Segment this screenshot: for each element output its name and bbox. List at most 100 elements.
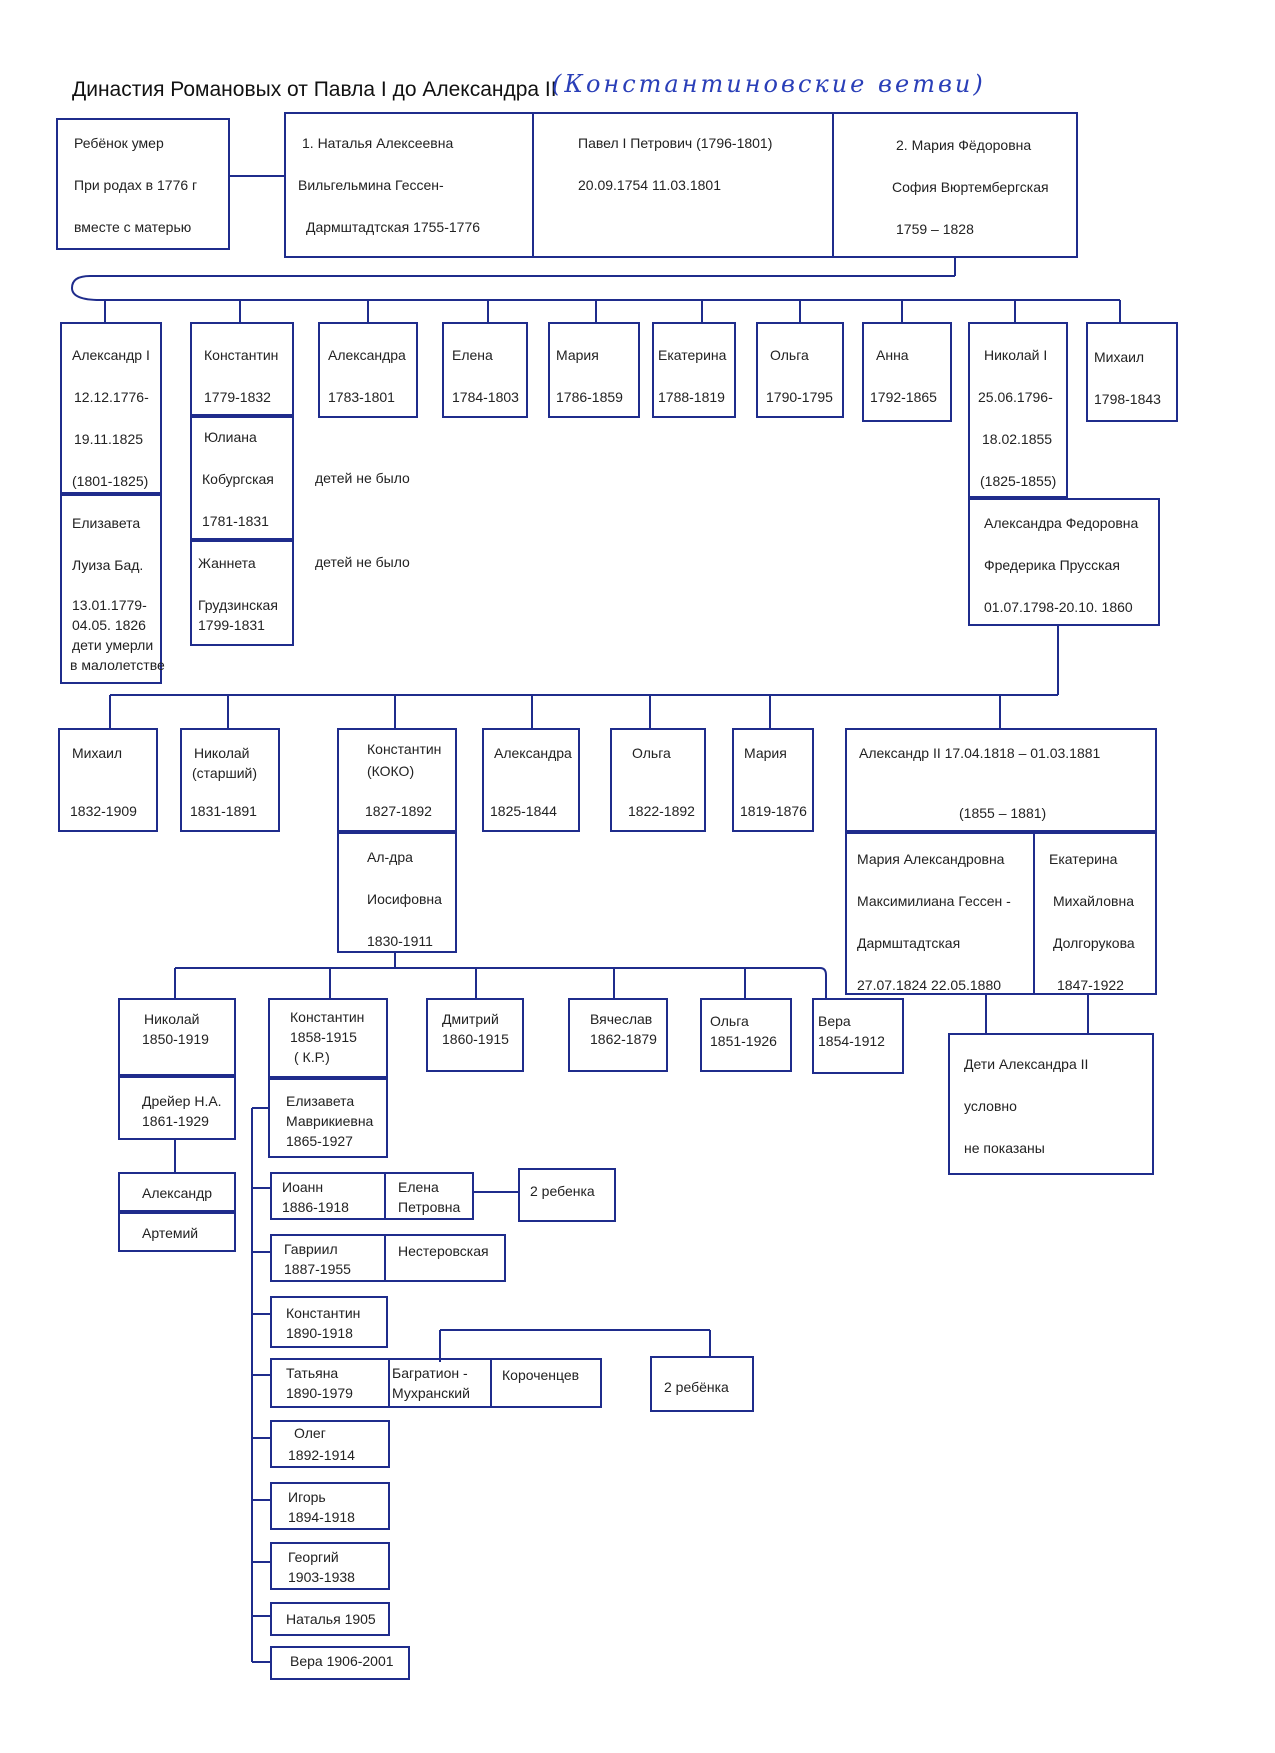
text-line: Дмитрий xyxy=(442,1011,499,1027)
text-line: 1903-1938 xyxy=(288,1569,355,1585)
pavel-line: Павел I Петрович (1796-1801) xyxy=(578,135,773,151)
text-line: Ольга xyxy=(770,347,809,363)
box-igor: Игорь 1894-1918 xyxy=(270,1482,390,1530)
box-mikhail-gen3: Михаил 1832-1909 xyxy=(58,728,158,832)
text-line: 1831-1891 xyxy=(190,803,257,819)
text-line: Анна xyxy=(876,347,909,363)
box-maria-gen3: Мария 1819-1876 xyxy=(732,728,814,832)
text-line: Александр xyxy=(142,1185,213,1201)
box-elena: Елена 1784-1803 xyxy=(442,322,528,418)
box-mikhail: Михаил 1798-1843 xyxy=(1086,322,1178,422)
box-tatyana: Татьяна 1890-1979 xyxy=(270,1358,390,1408)
text-line: 1887-1955 xyxy=(284,1261,351,1277)
natalya-line: 1. Наталья Алексеевна xyxy=(302,135,454,151)
text-line: Иоанн xyxy=(282,1179,324,1195)
text-line: Ольга xyxy=(632,745,671,761)
text-line: Дрейер Н.А. xyxy=(142,1093,222,1109)
text-line: Александра Федоровна xyxy=(984,515,1139,531)
text-line: Александр II 17.04.1818 – 01.03.1881 xyxy=(859,745,1101,761)
diagram-title: Династия Романовых от Павла I до Алексан… xyxy=(72,78,557,101)
text-line: Елена xyxy=(452,347,493,363)
natalya-line: Дармштадтская 1755-1776 xyxy=(306,219,481,235)
text-line: 1786-1859 xyxy=(556,389,623,405)
text-line: (1825-1855) xyxy=(980,473,1057,489)
text-line: 12.12.1776- xyxy=(74,389,149,405)
box-konstantin-gen5: Константин 1890-1918 xyxy=(270,1296,388,1348)
box-alexandra: Александра 1783-1801 xyxy=(318,322,418,418)
text-line: Константин xyxy=(290,1009,365,1025)
box-alexander-gen5a: Александр xyxy=(118,1172,236,1212)
text-line: Дармштадтская xyxy=(857,935,961,951)
text-line: Максимилиана Гессен - xyxy=(857,893,1011,909)
box-zhanneta: Жаннета Грудзинская 1799-1831 xyxy=(190,540,294,646)
box-alexander-1: Александр I 12.12.1776- 19.11.1825 (1801… xyxy=(60,322,162,494)
text-line: 27.07.1824 22.05.1880 xyxy=(857,977,1002,993)
text-line: 25.06.1796- xyxy=(978,389,1053,405)
text-line: Татьяна xyxy=(286,1365,339,1381)
text-line: 1860-1915 xyxy=(442,1031,509,1047)
text-line: Александра xyxy=(494,745,572,761)
text-line: ( К.Р.) xyxy=(294,1049,330,1065)
box-gavriil: Гавриил 1887-1955 xyxy=(270,1234,386,1282)
text-line: 1847-1922 xyxy=(1057,977,1124,993)
natalya-line: Вильгельмина Гессен- xyxy=(298,177,444,193)
text-line: Вера xyxy=(818,1013,851,1029)
text-line: Константин xyxy=(286,1305,361,1321)
text-line: Вячеслав xyxy=(590,1011,653,1027)
box-konstantin-koko: Константин (КОКО) 1827-1892 xyxy=(337,728,457,832)
box-elizaveta: Елизавета Луиза Бад. 13.01.1779- 04.05. … xyxy=(60,494,165,684)
text-line: 1894-1918 xyxy=(288,1509,355,1525)
box-nesterovskaya: Нестеровская xyxy=(384,1234,506,1282)
text-line: Екатерина xyxy=(658,347,727,363)
text-line: 1886-1918 xyxy=(282,1199,349,1215)
text-line: Константин xyxy=(367,741,442,757)
text-line: 1784-1803 xyxy=(452,389,519,405)
text-line: (старший) xyxy=(192,765,258,781)
box-nikolai-gen4: Николай 1850-1919 xyxy=(118,998,236,1076)
text-line: Маврикиевна xyxy=(286,1113,374,1129)
text-line: (1855 – 1881) xyxy=(959,805,1047,821)
box-natalya-gen5: Наталья 1905 xyxy=(270,1602,390,1636)
box-bagration: Багратион - Мухранский xyxy=(388,1358,492,1408)
box-vera-gen5: Вера 1906-2001 xyxy=(270,1646,410,1680)
box-elena-petrovna: Елена Петровна xyxy=(384,1172,474,1220)
text-line: При родах в 1776 г xyxy=(74,177,198,193)
text-line: Михаил xyxy=(1094,349,1145,365)
text-line: Дети Александра II xyxy=(964,1056,1089,1072)
text-line: 1790-1795 xyxy=(766,389,833,405)
maria-line: 1759 – 1828 xyxy=(896,221,974,237)
text-line: 1830-1911 xyxy=(367,933,433,949)
text-line: Луиза Бад. xyxy=(72,557,144,573)
box-alexandra-fedorovna: Александра Федоровна Фредерика Прусская … xyxy=(968,498,1160,626)
text-line: Михаил xyxy=(72,745,123,761)
text-line: Наталья 1905 xyxy=(286,1611,376,1627)
text-line: Ребёнок умер xyxy=(74,135,164,151)
box-parents: 1. Наталья Алексеевна Вильгельмина Гессе… xyxy=(284,112,1078,258)
text-line: не показаны xyxy=(964,1140,1045,1156)
text-line: Екатерина xyxy=(1049,851,1118,867)
box-ioann: Иоанн 1886-1918 xyxy=(270,1172,386,1220)
text-line: Юлиана xyxy=(204,429,257,445)
box-vera-gen4: Вера 1854-1912 xyxy=(812,998,904,1074)
text-line: Грудзинская xyxy=(198,597,278,613)
text-line: Олег xyxy=(294,1425,326,1441)
box-oleg: Олег 1892-1914 xyxy=(270,1420,390,1468)
box-elizaveta-mavrikievna: Елизавета Маврикиевна 1865-1927 xyxy=(268,1078,388,1158)
text-line: 1890-1918 xyxy=(286,1325,353,1341)
box-children-alexander-2: Дети Александра II условно не показаны xyxy=(948,1033,1154,1175)
text-line: 2 ребёнка xyxy=(664,1379,729,1395)
text-line: в малолетстве xyxy=(70,657,165,673)
box-olga-gen3: Ольга 1822-1892 xyxy=(610,728,706,832)
box-mariya: Мария 1786-1859 xyxy=(548,322,640,418)
text-line: Жаннета xyxy=(198,555,256,571)
text-line: 1779-1832 xyxy=(204,389,271,405)
text-line: Константин xyxy=(204,347,279,363)
text-line: Мария xyxy=(556,347,599,363)
text-line: 1822-1892 xyxy=(628,803,695,819)
box-alexandra-gen3: Александра 1825-1844 xyxy=(482,728,580,832)
text-line: 1850-1919 xyxy=(142,1031,209,1047)
text-line: Иосифовна xyxy=(367,891,442,907)
text-line: условно xyxy=(964,1098,1017,1114)
text-line: (КОКО) xyxy=(367,763,415,779)
